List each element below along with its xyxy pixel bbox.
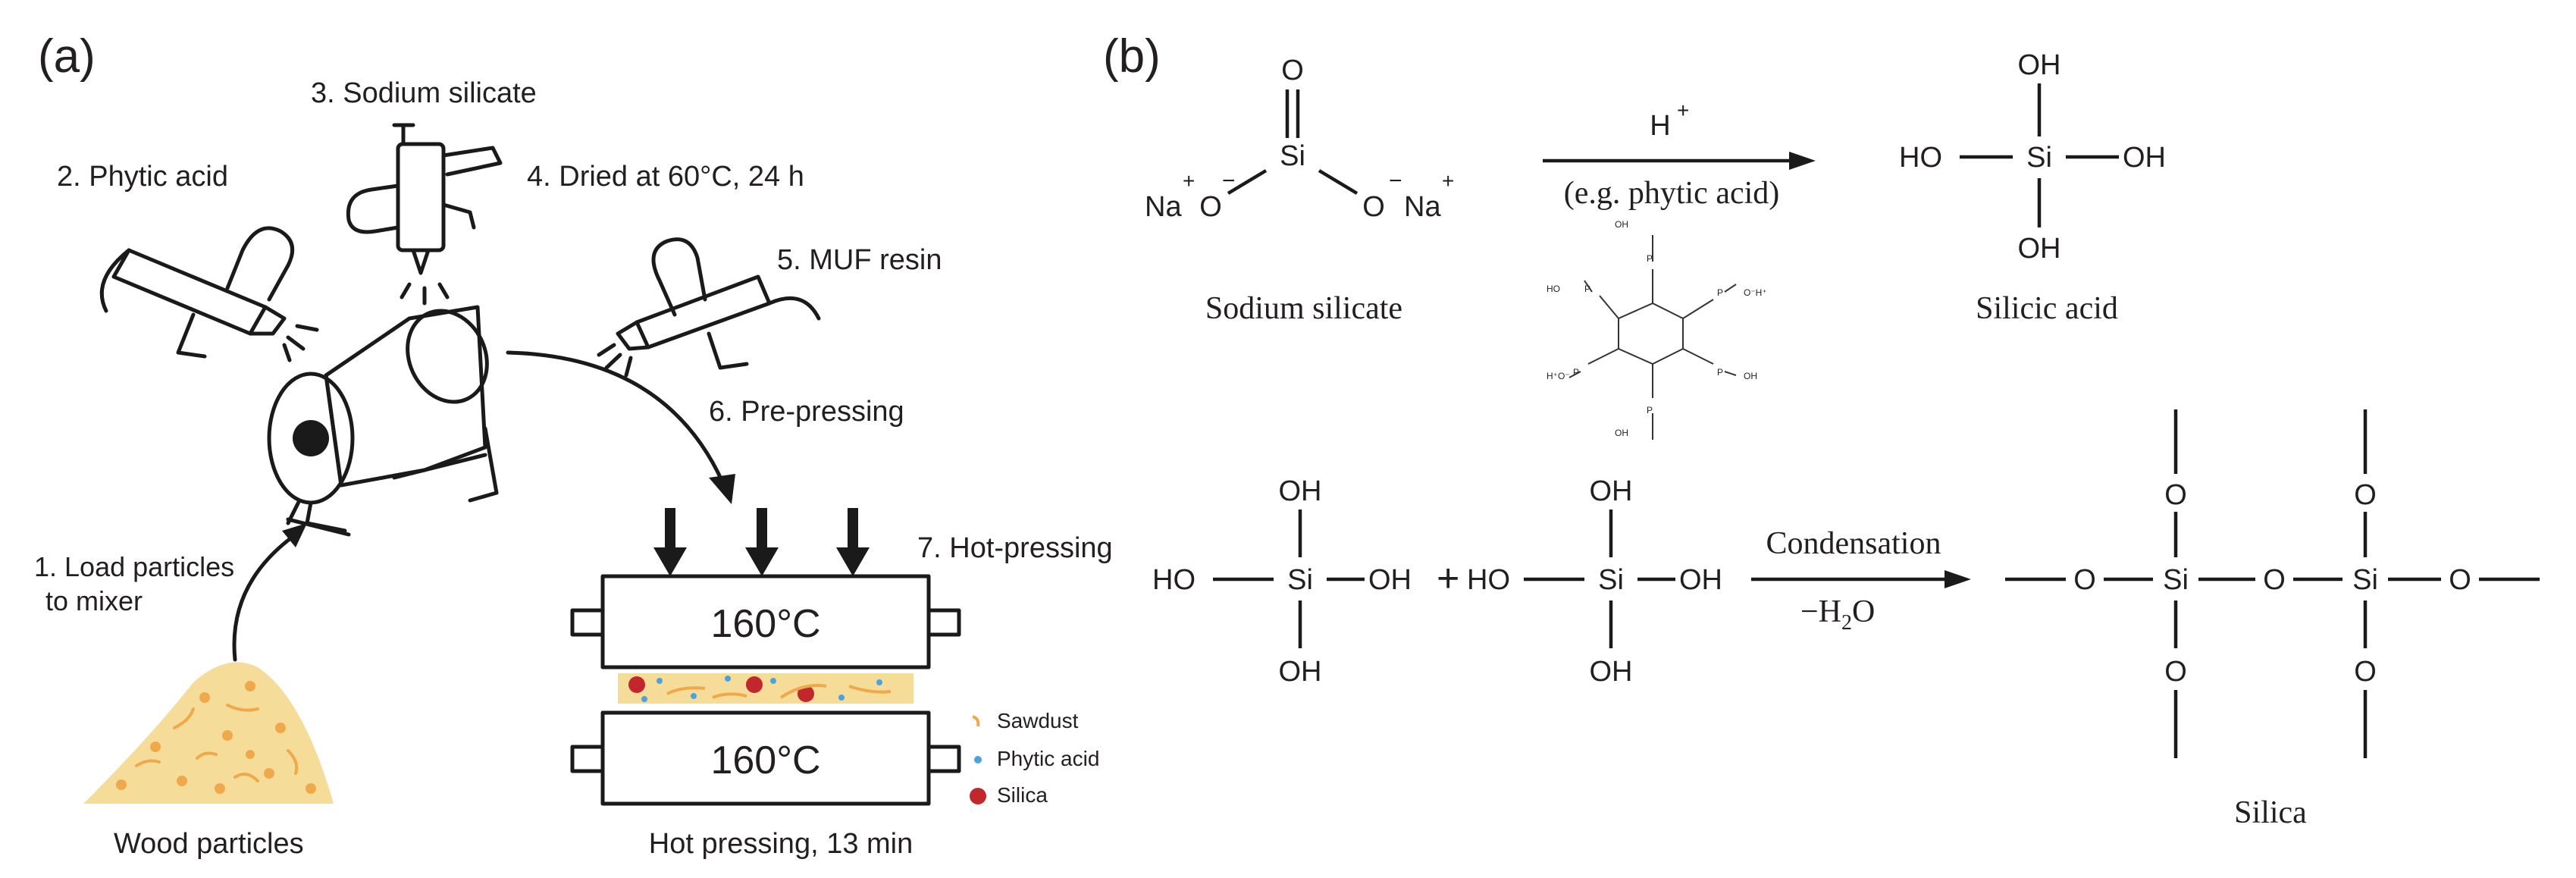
bottom-platen	[570, 710, 961, 806]
sa-si: Si	[2026, 142, 2052, 174]
spray-gun-sodium-silicate-icon	[346, 123, 503, 306]
phytic-p-2: P	[1647, 253, 1653, 264]
silicic-acid-structure: OH Si HO OH OH	[1899, 49, 2166, 265]
ss-na-left-plus: +	[1183, 169, 1195, 193]
legend-sawdust-swatch	[972, 715, 980, 727]
r1-si: Si	[1287, 564, 1313, 596]
wood-particle-pile	[83, 662, 334, 804]
r1-bottom-oh: OH	[1279, 656, 1322, 688]
sil-o-1: O	[2073, 564, 2096, 596]
reaction-plus: +	[1437, 557, 1459, 600]
panel-a-label: (a)	[38, 30, 96, 83]
phytic-ho-1: HO	[1547, 284, 1560, 294]
top-platen-temp: 160°C	[710, 602, 820, 646]
top-platen	[570, 574, 961, 669]
sil-si-1: Si	[2163, 564, 2189, 596]
r2-bottom-oh: OH	[1590, 656, 1633, 688]
particle-mat	[618, 673, 914, 704]
step-2-label: 2. Phytic acid	[57, 161, 228, 193]
silicic-acid-reactant-1: OH Si HO OH OH	[1152, 475, 1412, 688]
sil-o-top-2: O	[2354, 479, 2377, 511]
ss-top-o: O	[1281, 55, 1304, 86]
ss-na-left: Na	[1145, 191, 1182, 223]
press-arrow-line	[506, 350, 726, 488]
sa-right-oh: OH	[2123, 142, 2166, 174]
sa-bottom-oh: OH	[2018, 233, 2061, 265]
panel-b-label: (b)	[1103, 30, 1161, 83]
sil-o-bottom-1: O	[2164, 656, 2187, 688]
step-3-label: 3. Sodium silicate	[311, 77, 537, 109]
sodium-silicate-label: Sodium silicate	[1205, 291, 1402, 326]
r1-top-oh: OH	[1279, 475, 1322, 507]
sa-left-ho: HO	[1899, 142, 1942, 174]
wood-particles-label: Wood particles	[114, 828, 304, 860]
phytic-p-4: P	[1717, 367, 1723, 378]
phytic-oh-1: OH	[1615, 219, 1628, 230]
load-arrow-line	[232, 532, 298, 662]
ss-left-o: O	[1199, 191, 1222, 223]
r2-si: Si	[1598, 564, 1624, 596]
ss-right-o: O	[1362, 191, 1385, 223]
phytic-oh-3: OH	[1744, 371, 1757, 381]
step-6-label: 6. Pre-pressing	[709, 396, 904, 428]
ss-right-minus: −	[1389, 168, 1402, 193]
step-1-label-line2: to mixer	[45, 585, 143, 616]
ss-si: Si	[1280, 140, 1305, 172]
phytic-p-6: P	[1573, 367, 1579, 378]
sil-si-2: Si	[2352, 564, 2378, 596]
sil-o-3: O	[2449, 564, 2471, 596]
step-7-label: 7. Hot-pressing	[917, 532, 1113, 564]
r2-left-ho: HO	[1467, 564, 1510, 596]
legend-phytic-swatch	[974, 756, 982, 764]
phytic-p-5: P	[1647, 405, 1653, 415]
hot-pressing-caption: Hot pressing, 13 min	[649, 828, 914, 860]
press-arrow-head	[709, 474, 735, 504]
mixer-icon	[267, 305, 499, 537]
condensation-arrow-head	[1945, 570, 1971, 588]
load-arrow-head	[282, 523, 307, 547]
bottom-platen-temp: 160°C	[710, 738, 820, 782]
mat-legend: Sawdust Phytic acid Silica	[970, 709, 1099, 807]
step-5-label: 5. MUF resin	[777, 244, 942, 276]
legend-silica-label: Silica	[997, 783, 1048, 807]
press-down-arrows	[653, 508, 870, 576]
phytic-p-1: P	[1584, 284, 1590, 294]
phytic-acid-structure: P P P P P P HO OH O⁻H⁺ OH OH H⁺O⁻	[1547, 219, 1767, 440]
silica-label: Silica	[2234, 795, 2307, 830]
phytic-oh-4: OH	[1615, 428, 1628, 438]
phytic-oh-2: O⁻H⁺	[1744, 287, 1767, 298]
r1-left-ho: HO	[1152, 564, 1196, 596]
legend-silica-swatch	[970, 788, 986, 804]
reagent-note: (e.g. phytic acid)	[1564, 176, 1780, 211]
silicic-acid-reactant-2: OH Si HO OH OH	[1467, 475, 1722, 688]
sil-o-bottom-2: O	[2354, 656, 2377, 688]
ss-na-right-plus: +	[1442, 169, 1454, 193]
r2-top-oh: OH	[1590, 475, 1633, 507]
sa-top-oh: OH	[2018, 49, 2061, 81]
silica-network-structure: O Si O Si O O O O O	[2005, 409, 2540, 758]
sil-o-2: O	[2263, 564, 2286, 596]
ss-na-right: Na	[1404, 191, 1441, 223]
phytic-oh-5: H⁺O⁻	[1547, 371, 1570, 381]
silicic-acid-label: Silicic acid	[1976, 291, 2118, 326]
legend-sawdust-label: Sawdust	[997, 709, 1079, 732]
water-loss-label: −H2O	[1800, 594, 1875, 635]
acid-reaction-arrow-head	[1789, 152, 1816, 170]
legend-phytic-label: Phytic acid	[997, 747, 1099, 770]
sodium-silicate-structure: O Si O − O − Na + Na +	[1145, 55, 1454, 223]
sil-o-top-1: O	[2164, 479, 2187, 511]
h-plus-label: H	[1650, 110, 1670, 142]
r1-right-oh: OH	[1368, 564, 1412, 596]
condensation-label: Condensation	[1766, 526, 1941, 561]
r2-right-oh: OH	[1679, 564, 1722, 596]
phytic-p-3: P	[1717, 287, 1723, 298]
spray-gun-muf-resin-icon	[597, 237, 821, 378]
step-1-label-line1: 1. Load particles	[34, 551, 234, 582]
ss-left-minus: −	[1222, 168, 1236, 193]
step-4-label: 4. Dried at 60°C, 24 h	[527, 161, 804, 193]
spray-gun-phytic-acid-icon	[99, 226, 319, 362]
h-plus-sign: +	[1677, 99, 1689, 122]
